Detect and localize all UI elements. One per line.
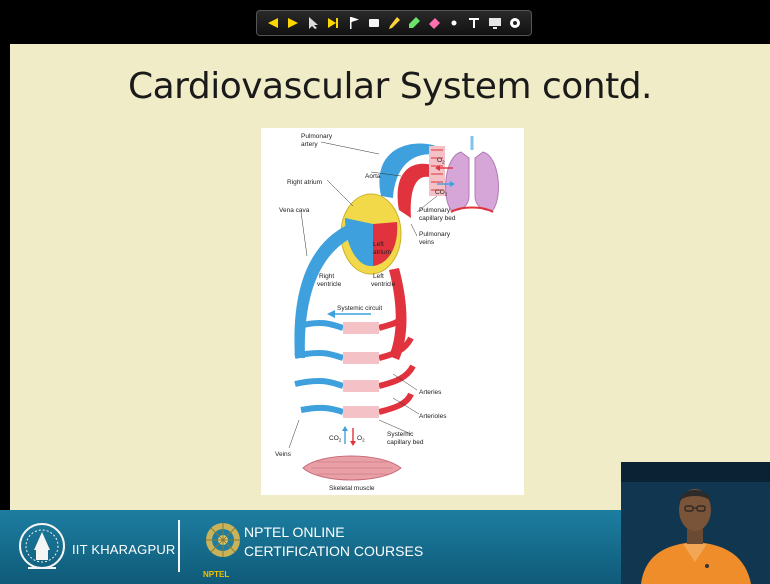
text-icon[interactable]	[467, 16, 481, 30]
eraser-icon[interactable]	[427, 16, 441, 30]
circulation-illustration: Pulmonary artery Right atrium Aorta Vena…	[261, 128, 524, 495]
label-pulmonary-capillary-bed-2: capillary bed	[419, 215, 456, 222]
label-left-ventricle-1: Left	[373, 273, 384, 280]
marker-icon[interactable]	[407, 16, 421, 30]
leader-lines	[289, 142, 437, 448]
lungs	[446, 136, 499, 212]
arrow-left-icon[interactable]	[266, 16, 280, 30]
label-left-ventricle-2: ventricle	[371, 281, 396, 288]
label-pulmonary-artery-2: artery	[301, 141, 318, 148]
pen-icon[interactable]	[387, 16, 401, 30]
label-arteries: Arteries	[419, 389, 442, 396]
nptel-logo-text: NPTEL	[203, 570, 229, 579]
presenter-image	[621, 462, 770, 584]
ink-icon[interactable]	[367, 16, 381, 30]
label-right-ventricle-2: ventricle	[317, 281, 342, 288]
cardiovascular-diagram: Pulmonary artery Right atrium Aorta Vena…	[261, 128, 524, 495]
label-pulmonary-veins-1: Pulmonary	[419, 231, 451, 238]
label-aorta: Aorta	[365, 173, 381, 180]
footer-divider	[178, 520, 180, 572]
label-pulmonary-artery-1: Pulmonary	[301, 133, 333, 140]
settings-icon[interactable]	[508, 16, 522, 30]
iit-kharagpur-emblem-icon	[18, 520, 66, 576]
nptel-title-line1: NPTEL ONLINE	[244, 524, 345, 540]
label-left-atrium-1: Left	[373, 241, 384, 248]
label-arterioles: Arterioles	[419, 413, 447, 420]
screen-icon[interactable]	[488, 16, 502, 30]
nptel-title-line2: CERTIFICATION COURSES	[244, 543, 423, 559]
pointer-icon[interactable]	[306, 16, 320, 30]
gas-exchange-arrows-bottom	[342, 426, 356, 446]
flag-icon[interactable]	[347, 16, 361, 30]
nptel-logo-icon	[204, 518, 242, 570]
label-skeletal-muscle: Skeletal muscle	[329, 485, 375, 492]
label-pulmonary-veins-2: veins	[419, 239, 435, 246]
label-vena-cava: Vena cava	[279, 207, 310, 214]
label-veins: Veins	[275, 451, 292, 458]
label-pulmonary-capillary-bed-1: Pulmonary	[419, 207, 451, 214]
label-systemic-capillary-bed-1: Systemic	[387, 431, 414, 438]
skeletal-muscle-drawing	[303, 456, 401, 480]
label-o2-bottom: O2	[357, 435, 365, 443]
institute-name: IIT KHARAGPUR	[72, 542, 176, 557]
laser-icon[interactable]	[447, 16, 461, 30]
label-systemic-capillary-bed-2: capillary bed	[387, 439, 424, 446]
presenter-webcam	[621, 462, 770, 584]
label-right-ventricle-1: Right	[319, 273, 334, 280]
label-co2-bottom: CO2	[329, 435, 342, 443]
label-right-atrium: Right atrium	[287, 179, 322, 186]
slide: Cardiovascular System contd.	[10, 44, 770, 510]
next-slide-icon[interactable]	[326, 16, 340, 30]
arrow-right-icon[interactable]	[286, 16, 300, 30]
annotation-toolbar	[256, 10, 532, 36]
label-systemic-circuit: Systemic circuit	[337, 305, 382, 312]
top-bar	[0, 0, 770, 44]
slide-title: Cardiovascular System contd.	[10, 66, 770, 107]
label-left-atrium-2: atrium	[373, 249, 391, 256]
